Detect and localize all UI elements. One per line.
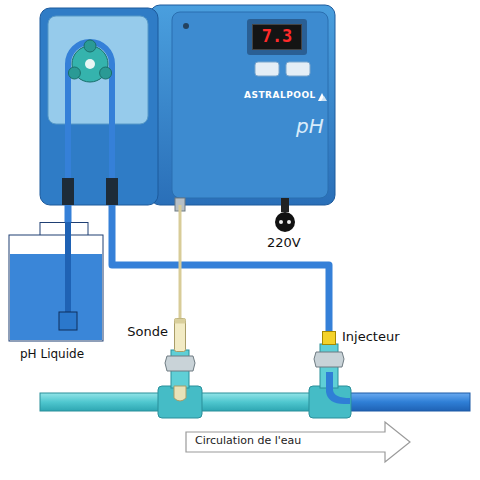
front-panel xyxy=(172,12,328,198)
probe-body xyxy=(175,319,186,352)
tank-liquid xyxy=(10,254,102,340)
foot-filter xyxy=(59,312,77,330)
brand-logo xyxy=(321,96,327,101)
keypad-button xyxy=(286,62,310,76)
injector: Injecteur xyxy=(322,331,336,345)
ph-display: 7.3 xyxy=(252,24,302,50)
fitting-nut xyxy=(165,356,195,371)
rotor-roller xyxy=(68,67,80,79)
pump-housing xyxy=(40,8,158,205)
flow-arrow-outline xyxy=(186,422,410,462)
tube-fitting xyxy=(106,178,118,205)
probe-cap xyxy=(175,319,186,324)
tee-sleeve xyxy=(158,386,202,418)
rotor-hub xyxy=(85,59,95,69)
suction-tube xyxy=(65,222,71,314)
injection-stream xyxy=(326,372,350,404)
keypad-button xyxy=(255,62,279,76)
water-pipe xyxy=(40,393,470,411)
reagent-tank-shape xyxy=(8,222,104,342)
peristaltic-pump-head xyxy=(40,8,158,205)
fitting-nut xyxy=(314,352,344,367)
status-led xyxy=(183,23,189,29)
injector-fitting xyxy=(309,344,351,418)
power-gland xyxy=(281,198,289,212)
power-plug xyxy=(275,212,295,232)
injector-label: Injecteur xyxy=(342,330,400,345)
dosed-pipe-section xyxy=(332,393,470,411)
probe-tip xyxy=(174,386,186,401)
rotor-roller xyxy=(100,67,112,79)
voltage-label: 220V xyxy=(267,236,301,251)
probe-cable xyxy=(179,205,182,318)
flow-label: Circulation de l'eau xyxy=(195,435,301,448)
brand-logo xyxy=(318,93,326,101)
suction-tube xyxy=(65,205,72,222)
tank-body xyxy=(9,235,103,341)
plug-pin xyxy=(287,220,291,224)
dosing-pump: ASTRALPOOL pH 7.3 xyxy=(40,5,335,205)
brand-name: ASTRALPOOL xyxy=(244,90,316,100)
ph-reading: 7.3 xyxy=(262,27,293,47)
ph-probe: Sonde xyxy=(174,318,186,352)
model-name: pH xyxy=(296,115,324,138)
tank-label: pH Liquide xyxy=(20,348,84,362)
tube-fitting xyxy=(62,178,74,205)
reagent-tank: pH Liquide xyxy=(8,222,104,342)
pump-cover xyxy=(48,16,148,124)
flow-arrow: Circulation de l'eau xyxy=(185,420,412,464)
controller-housing xyxy=(150,5,335,232)
display-bezel xyxy=(247,19,307,55)
pump-tube xyxy=(68,42,112,180)
probe-fitting xyxy=(158,350,202,418)
probe-label: Sonde xyxy=(127,325,168,340)
housing-body xyxy=(150,5,335,205)
dosing-tube xyxy=(112,205,329,331)
ph-probe-shape xyxy=(174,318,186,352)
rotor-roller xyxy=(84,40,96,52)
plug-pin xyxy=(279,220,283,224)
tank-neck xyxy=(40,223,88,237)
